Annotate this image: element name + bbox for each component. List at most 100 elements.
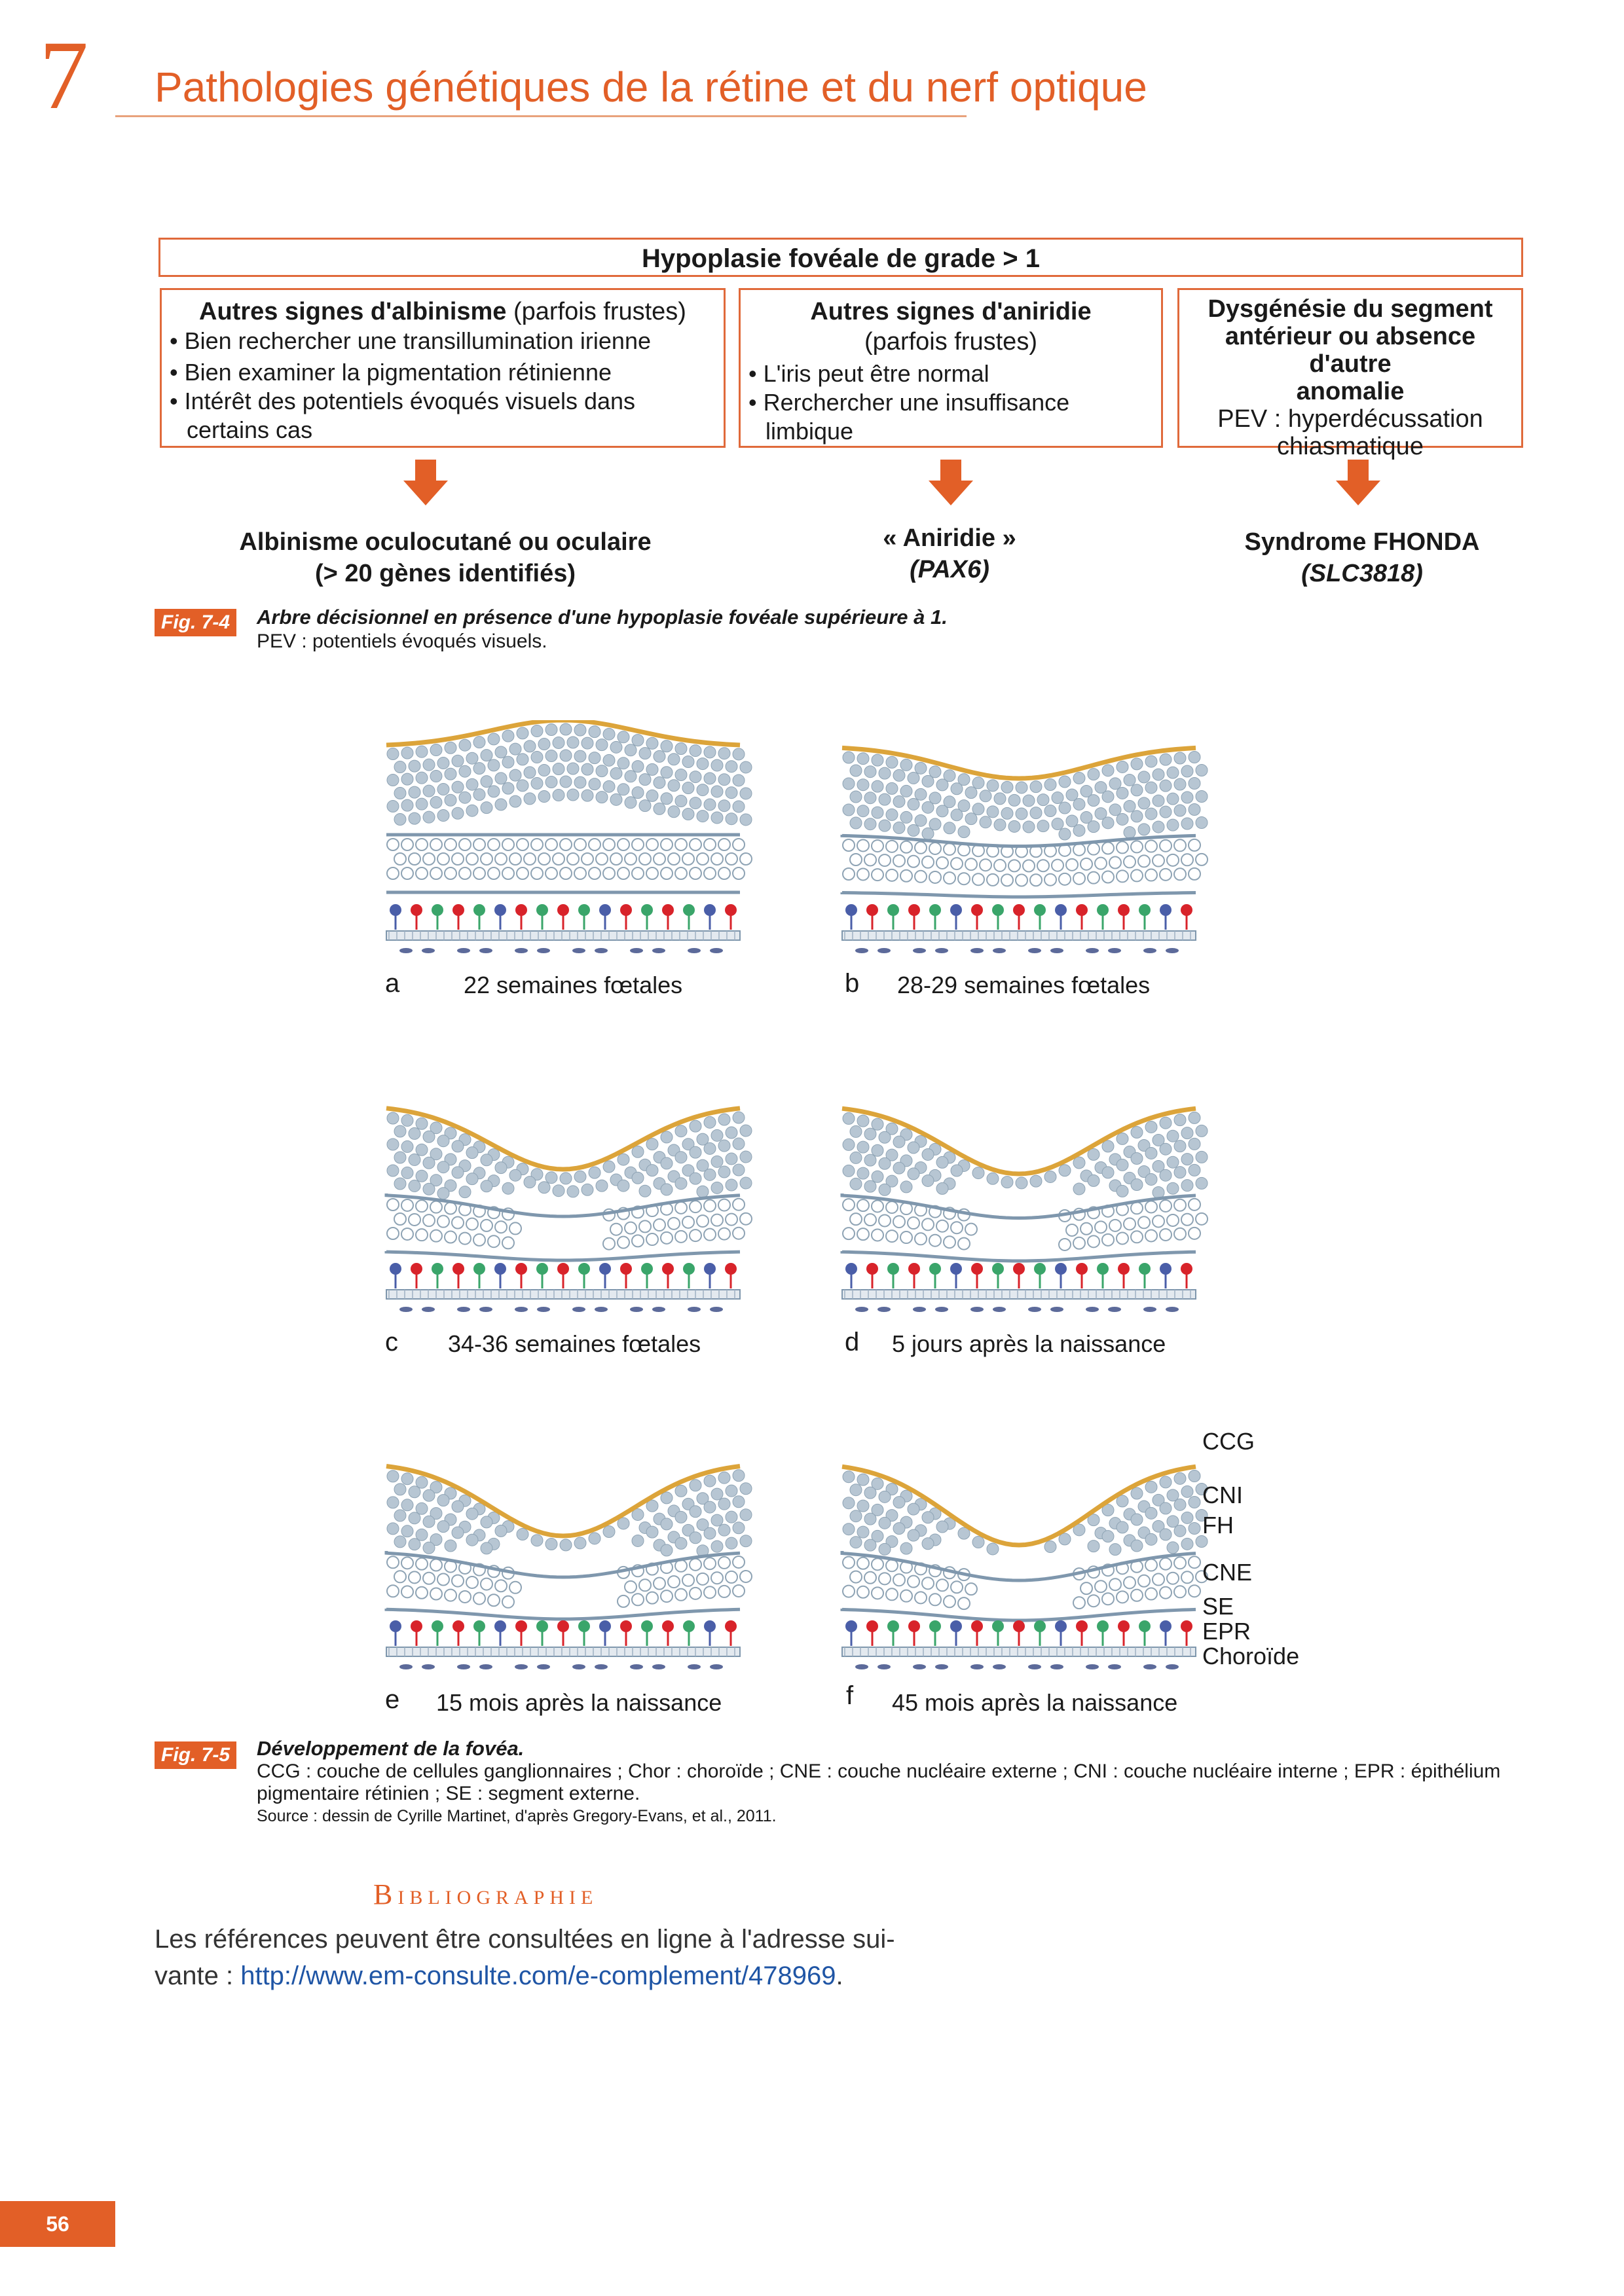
- choroid-cell: [877, 1664, 891, 1669]
- choroid-cell: [970, 948, 984, 953]
- photoreceptor: [411, 904, 422, 916]
- choroid-cell: [399, 948, 413, 953]
- photoreceptor: [620, 1263, 632, 1275]
- plexiform-layer: [840, 833, 1196, 848]
- tree-box-albinism: Autres signes d'albinisme (parfois frust…: [160, 288, 726, 448]
- photoreceptor: [599, 1620, 611, 1632]
- photoreceptor: [1034, 1620, 1046, 1632]
- choroid-cell: [595, 1664, 608, 1669]
- photoreceptor: [390, 1263, 401, 1275]
- photoreceptor: [1139, 904, 1151, 916]
- photoreceptor: [971, 1620, 983, 1632]
- choroid-cell: [855, 1307, 868, 1312]
- photoreceptor: [971, 904, 983, 916]
- photoreceptor: [515, 1263, 527, 1275]
- choroid-cell: [630, 1664, 643, 1669]
- photoreceptor: [1055, 1263, 1067, 1275]
- photoreceptor: [1118, 1620, 1130, 1632]
- photoreceptor: [1139, 1263, 1151, 1275]
- photoreceptor: [725, 1263, 737, 1275]
- plexiform-layer: [840, 1194, 1196, 1220]
- albinism-bullet-3-cont: certains cas: [187, 416, 313, 443]
- photoreceptor: [845, 904, 857, 916]
- choroid-cell: [1050, 948, 1063, 953]
- plexiform-layer: [840, 891, 1196, 899]
- choroid-cell: [935, 948, 948, 953]
- choroid-cell: [1108, 948, 1121, 953]
- bibliography-link[interactable]: http://www.em-consulte.com/e-complement/…: [240, 1961, 836, 1990]
- photoreceptor: [992, 904, 1004, 916]
- choroid-cell: [1143, 948, 1156, 953]
- tree-box-aniridia: Autres signes d'aniridie (parfois fruste…: [739, 288, 1163, 448]
- rpe-band: [841, 1289, 1196, 1300]
- choroid-cell: [572, 1664, 585, 1669]
- choroid-cell: [1086, 1664, 1099, 1669]
- photoreceptor: [620, 904, 632, 916]
- photoreceptor: [950, 904, 962, 916]
- chapter-number: 7: [39, 21, 88, 130]
- plexiform-layer: [840, 1607, 1196, 1622]
- photoreceptor: [971, 1263, 983, 1275]
- albinism-title: Autres signes d'albinisme (parfois frust…: [199, 298, 686, 325]
- choroid-cell: [457, 1307, 470, 1312]
- photoreceptor: [1181, 904, 1192, 916]
- photoreceptor: [578, 904, 590, 916]
- photoreceptor: [866, 904, 878, 916]
- plexiform-layer: [384, 1250, 741, 1262]
- photoreceptor: [929, 904, 941, 916]
- choroid-cell: [993, 948, 1006, 953]
- choroid-cell: [688, 1307, 701, 1312]
- choroid-cell: [630, 948, 643, 953]
- rpe-band: [386, 930, 741, 941]
- plexiform-layer: [384, 1194, 741, 1218]
- panel-c-label: 34-36 semaines fœtales: [448, 1330, 701, 1357]
- choroid-cell: [913, 948, 926, 953]
- aniridia-subtitle: (parfois frustes): [864, 328, 1037, 355]
- photoreceptor: [1118, 904, 1130, 916]
- panel-e-letter: e: [385, 1685, 400, 1714]
- plexiform-layer: [840, 1551, 1196, 1582]
- photoreceptor: [557, 1263, 569, 1275]
- choroid-cell: [855, 1664, 868, 1669]
- choroid-cell: [1143, 1307, 1156, 1312]
- photoreceptor: [929, 1263, 941, 1275]
- photoreceptor: [887, 1263, 899, 1275]
- photoreceptor: [411, 1620, 422, 1632]
- albinism-bullet-3: • Intérêt des potentiels évoqués visuels…: [170, 388, 636, 414]
- photoreceptor: [599, 904, 611, 916]
- choroid-cell: [479, 948, 492, 953]
- photoreceptor: [390, 1620, 401, 1632]
- choroid-cell: [652, 948, 665, 953]
- photoreceptor: [411, 1263, 422, 1275]
- photoreceptor: [1118, 1263, 1130, 1275]
- photoreceptor: [704, 904, 716, 916]
- choroid-cell: [595, 948, 608, 953]
- choroid-cell: [630, 1307, 643, 1312]
- fovea-panel: [840, 1464, 1208, 1669]
- choroid-cell: [572, 1307, 585, 1312]
- photoreceptor: [452, 1263, 464, 1275]
- choroid-cell: [515, 948, 528, 953]
- inner-limiting-membrane: [386, 1464, 741, 1539]
- choroid-cell: [710, 948, 723, 953]
- bibliography-text-2: vante : http://www.em-consulte.com/e-com…: [155, 1961, 843, 1990]
- fovea-panel: [384, 1106, 752, 1312]
- choroid-cell: [913, 1307, 926, 1312]
- legend-choroide: Choroïde: [1202, 1643, 1300, 1669]
- choroid-cell: [457, 1664, 470, 1669]
- choroid-cell: [399, 1307, 413, 1312]
- photoreceptor: [1055, 1620, 1067, 1632]
- photoreceptor: [557, 904, 569, 916]
- panel-a-label: 22 semaines fœtales: [464, 972, 683, 998]
- photoreceptor: [1034, 1263, 1046, 1275]
- photoreceptor: [536, 904, 548, 916]
- aniridia-bullet-1: • L'iris peut être normal: [748, 360, 989, 387]
- choroid-cell: [572, 948, 585, 953]
- photoreceptor: [887, 1620, 899, 1632]
- photoreceptor: [704, 1263, 716, 1275]
- photoreceptor: [845, 1263, 857, 1275]
- panel-f-letter: f: [846, 1681, 854, 1710]
- fig75-caption-1: CCG : couche de cellules ganglionnaires …: [257, 1760, 1501, 1782]
- photoreceptor: [704, 1620, 716, 1632]
- choroid-cell: [1050, 1664, 1063, 1669]
